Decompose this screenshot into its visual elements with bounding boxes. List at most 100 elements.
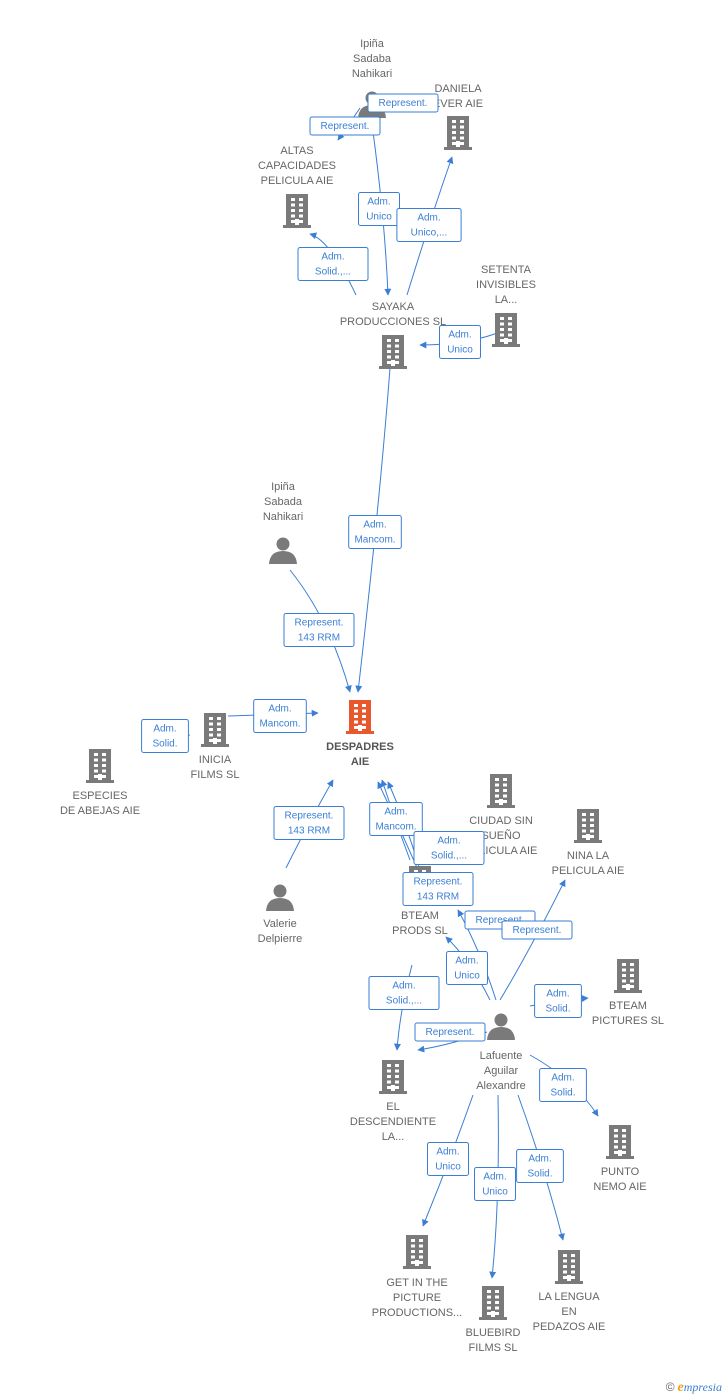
building-icon <box>555 1250 583 1284</box>
building-icon <box>479 1286 507 1320</box>
edge-label-box <box>369 802 423 836</box>
edge-label-e7: Adm.Mancom. <box>348 515 402 549</box>
edge-label-text: Represent.143 RRM <box>295 618 344 644</box>
edge-label-e10: Adm.Solid. <box>141 719 189 753</box>
edge-label-text: Adm.Unico,... <box>411 213 448 239</box>
edge-label-e20: Represent. <box>414 1022 486 1042</box>
edge-label-text: Adm.Mancom. <box>354 520 395 546</box>
edge-label-e11: Represent.143 RRM <box>273 806 345 840</box>
building-icon <box>606 1125 634 1159</box>
edge-label-text: Adm.Unico <box>482 1172 508 1198</box>
edge-label-e8: Represent.143 RRM <box>283 613 355 647</box>
edge-label-text: Adm.Solid.,... <box>431 836 467 862</box>
edge-label-text: Adm.Solid.,... <box>386 981 422 1007</box>
building-icon <box>487 774 515 808</box>
edge-label-box <box>534 984 582 1018</box>
edge-label-e13: Adm.Solid.,... <box>413 831 485 865</box>
edge-e16 <box>499 879 566 1001</box>
edge-label-e17: Adm.Unico <box>446 951 488 985</box>
footer-brand: ©empresia <box>666 1380 722 1396</box>
edge-label-text: Represent.143 RRM <box>414 877 463 903</box>
edge-label-box <box>402 872 474 906</box>
person-icon <box>487 1013 515 1040</box>
edge-label-box <box>501 920 573 940</box>
edge-label-text: Adm.Unico <box>447 330 473 356</box>
edge-label-box <box>297 247 369 281</box>
brand-initial: e <box>677 1380 684 1395</box>
edge-label-box <box>367 93 439 113</box>
edge-label-e23: Adm.Solid. <box>516 1149 564 1183</box>
brand-name: mpresia <box>683 1380 722 1394</box>
edge-label-box <box>474 1167 516 1201</box>
edge-label-text: Adm.Mancom. <box>375 807 416 833</box>
building-icon <box>346 700 374 734</box>
edge-label-box <box>446 951 488 985</box>
edge-label-box <box>273 806 345 840</box>
edge-label-text: Adm.Mancom. <box>259 704 300 730</box>
edge-label-box <box>413 831 485 865</box>
edge-label-box <box>368 976 440 1010</box>
edge-label-e4: Adm.Unico,... <box>396 208 462 242</box>
edge-label-e19: Adm.Solid. <box>534 984 582 1018</box>
edge-label-text: Adm.Solid. <box>527 1154 552 1180</box>
edge-label-box <box>283 613 355 647</box>
edge-label-e6: Adm.Unico <box>439 325 481 359</box>
edge-label-box <box>253 699 307 733</box>
edge-label-text: Adm.Unico <box>366 197 392 223</box>
edge-label-text: Represent. <box>476 915 525 926</box>
edge-label-e2: Represent. <box>309 116 381 136</box>
building-icon <box>283 194 311 228</box>
building-icon <box>574 809 602 843</box>
edge-label-box <box>141 719 189 753</box>
building-icon <box>379 1060 407 1094</box>
edge-label-e21: Adm.Solid. <box>539 1068 587 1102</box>
edge-label-box <box>516 1149 564 1183</box>
edge-label-text: Adm.Solid. <box>152 724 177 750</box>
building-icon <box>403 1235 431 1269</box>
edge-label-e1: Represent. <box>367 93 439 113</box>
edge-label-box <box>439 325 481 359</box>
building-icon <box>444 116 472 150</box>
edge-label-box <box>348 515 402 549</box>
edge-label-box <box>539 1068 587 1102</box>
edge-label-text: Adm.Unico <box>435 1147 461 1173</box>
edge-label-box <box>396 208 462 242</box>
edge-label-text: Adm.Solid. <box>550 1073 575 1099</box>
edge-label-text: Represent. <box>513 925 562 936</box>
edge-label-e22: Adm.Unico <box>427 1142 469 1176</box>
edge-line <box>499 879 566 1001</box>
edge-label-e9: Adm.Mancom. <box>253 699 307 733</box>
edge-label-box <box>414 1022 486 1042</box>
edge-label-e12: Adm.Mancom. <box>369 802 423 836</box>
